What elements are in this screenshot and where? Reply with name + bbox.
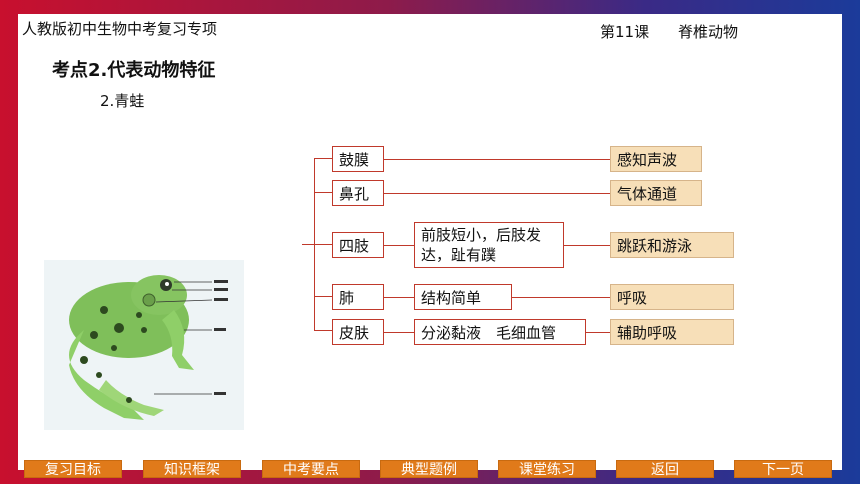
brace-branch [314, 330, 332, 331]
detail-box-lung: 结构简单 [414, 284, 512, 310]
brace-branch [314, 296, 332, 297]
brace-branch [314, 192, 332, 193]
connector-line [384, 245, 414, 246]
brace-stub [302, 244, 314, 245]
function-box-skin: 辅助呼吸 [610, 319, 734, 345]
detail-box-limbs: 前肢短小，后肢发达，趾有蹼 [414, 222, 564, 268]
function-box-eardrum: 感知声波 [610, 146, 702, 172]
brace-branch [314, 158, 332, 159]
nav-button-next-page[interactable]: 下一页 [734, 460, 832, 478]
nav-button-review-goals[interactable]: 复习目标 [24, 460, 122, 478]
connector-line [564, 245, 610, 246]
connector-line [586, 332, 610, 333]
frog-illustration [44, 260, 244, 430]
organ-box-nostril: 鼻孔 [332, 180, 384, 206]
connector-line [384, 332, 414, 333]
function-box-limbs: 跳跃和游泳 [610, 232, 734, 258]
function-box-lung: 呼吸 [610, 284, 734, 310]
course-title: 人教版初中生物中考复习专项 [22, 20, 218, 38]
brace-branch [314, 244, 332, 245]
organ-box-lung: 肺 [332, 284, 384, 310]
lesson-topic: 脊椎动物 [678, 23, 739, 41]
organ-box-eardrum: 鼓膜 [332, 146, 384, 172]
section-subtitle: 2.青蛙 [100, 92, 145, 110]
slide-panel: 人教版初中生物中考复习专项 第11课 脊椎动物 考点2.代表动物特征 2.青蛙 … [18, 14, 842, 478]
connector-line [384, 297, 414, 298]
organ-box-limbs: 四肢 [332, 232, 384, 258]
nav-button-class-practice[interactable]: 课堂练习 [498, 460, 596, 478]
function-box-nostril: 气体通道 [610, 180, 702, 206]
lesson-number: 第11课 [600, 23, 650, 41]
connector-line [384, 193, 610, 194]
section-title: 考点2.代表动物特征 [52, 60, 216, 81]
organ-box-skin: 皮肤 [332, 319, 384, 345]
connector-line [384, 159, 610, 160]
nav-button-exam-points[interactable]: 中考要点 [262, 460, 360, 478]
nav-button-typical-examples[interactable]: 典型题例 [380, 460, 478, 478]
detail-box-skin: 分泌黏液 毛细血管 [414, 319, 586, 345]
nav-button-knowledge-framework[interactable]: 知识框架 [143, 460, 241, 478]
connector-line [512, 297, 610, 298]
nav-button-back[interactable]: 返回 [616, 460, 714, 478]
